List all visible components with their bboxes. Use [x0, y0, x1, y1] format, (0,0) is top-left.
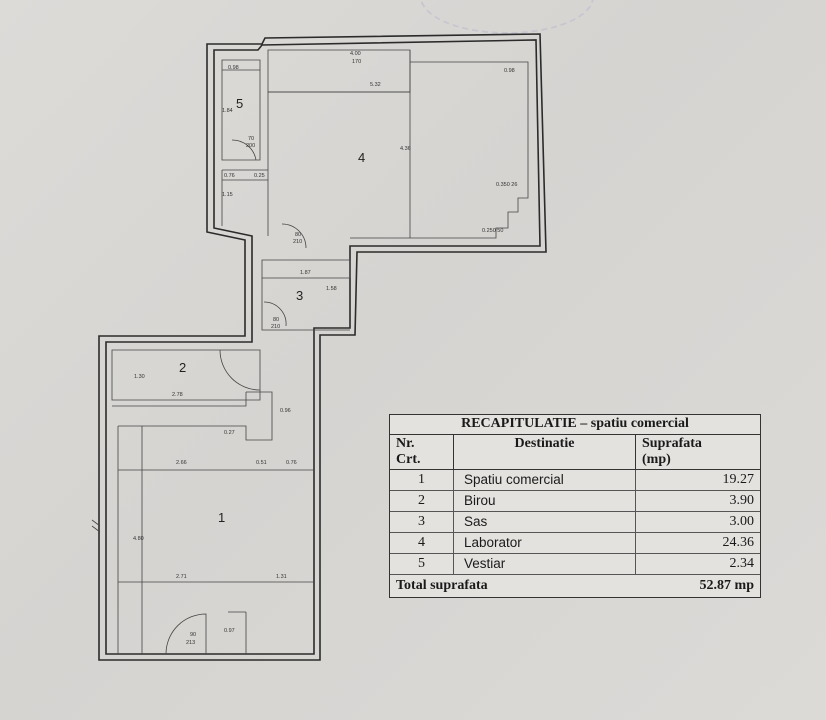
dim-label: 210 [271, 324, 280, 330]
recap-total-row: Total suprafata 52.87 mp [390, 575, 760, 597]
dim-label: 0.350 26 [496, 182, 517, 188]
dim-label: 80 [295, 232, 301, 238]
row-area: 19.27 [722, 472, 755, 487]
outer-wall [98, 33, 547, 661]
header-area: Suprafata (mp) [642, 436, 702, 467]
door-1-swing [165, 613, 207, 655]
table-row: 2 Birou 3.90 [390, 491, 760, 512]
row-area: 3.90 [729, 493, 755, 508]
row-nr: 5 [390, 554, 454, 574]
dim-label: 210 [293, 239, 302, 245]
recap-header-row: Nr. Crt. Destinatie Suprafata (mp) [390, 435, 760, 470]
row-dest: Spatiu comercial [454, 470, 636, 490]
door-5-swing [231, 139, 257, 161]
dim-label: 1.58 [326, 286, 337, 292]
dim-label: 1.15 [222, 192, 233, 198]
dim-label: 0.98 [228, 65, 239, 71]
dim-label: 0.27 [224, 430, 235, 436]
dim-label: 4.80 [133, 536, 144, 542]
row-area: 24.36 [722, 535, 755, 550]
row-nr: 3 [390, 512, 454, 532]
dim-label: 2.66 [176, 460, 187, 466]
dim-label: 0.76 [224, 173, 235, 179]
table-row: 1 Spatiu comercial 19.27 [390, 470, 760, 491]
row-dest: Birou [454, 491, 636, 511]
dim-label: 1.84 [222, 108, 233, 114]
room-1-label: 1 [218, 510, 225, 525]
row-dest: Vestiar [454, 554, 636, 574]
dim-label: 0.51 [256, 460, 267, 466]
table-row: 3 Sas 3.00 [390, 512, 760, 533]
room-2-label: 2 [179, 360, 186, 375]
dim-label: 1.31 [276, 574, 287, 580]
dim-label: 200 [246, 143, 255, 149]
door-2-swing [219, 349, 261, 391]
dim-label: 70 [248, 136, 254, 142]
dim-label: 4.00 [350, 51, 361, 57]
row-nr: 2 [390, 491, 454, 511]
dim-label: 4.36 [400, 146, 411, 152]
dim-label: 0.25 [254, 173, 265, 179]
dim-label: 2.78 [172, 392, 183, 398]
row-nr: 4 [390, 533, 454, 553]
header-nr: Nr. Crt. [390, 435, 454, 469]
dim-label: 0.98 [504, 68, 515, 74]
dim-label: 0.96 [280, 408, 291, 414]
row-dest: Laborator [454, 533, 636, 553]
room-4-label: 4 [358, 150, 365, 165]
total-label: Total suprafata [396, 578, 488, 593]
door-4-swing [281, 223, 307, 249]
inner-wall [105, 39, 541, 655]
row-area: 2.34 [729, 556, 755, 571]
dim-label: 80 [273, 317, 279, 323]
dim-label: 1.87 [300, 270, 311, 276]
dim-label: 90 [190, 632, 196, 638]
row-area: 3.00 [729, 514, 755, 529]
row-dest: Sas [454, 512, 636, 532]
table-row: 4 Laborator 24.36 [390, 533, 760, 554]
dim-label: 0.76 [286, 460, 297, 466]
room-3-label: 3 [296, 288, 303, 303]
room-5-outline [221, 59, 261, 161]
dim-label: 1.30 [134, 374, 145, 380]
room-5-label: 5 [236, 96, 243, 111]
recap-title: RECAPITULATIE – spatiu comercial [390, 415, 760, 435]
header-dest: Destinatie [454, 435, 636, 469]
total-value: 52.87 mp [699, 578, 754, 593]
table-row: 5 Vestiar 2.34 [390, 554, 760, 575]
door-3-swing [263, 301, 287, 327]
dim-label: 0.97 [224, 628, 235, 634]
dim-label: 0.250 50 [482, 228, 503, 234]
dim-label: 5.32 [370, 82, 381, 88]
dim-label: 2.71 [176, 574, 187, 580]
recap-table: RECAPITULATIE – spatiu comercial Nr. Crt… [389, 414, 761, 598]
dim-label: 170 [352, 59, 361, 65]
dim-label: 213 [186, 640, 195, 646]
row-nr: 1 [390, 470, 454, 490]
